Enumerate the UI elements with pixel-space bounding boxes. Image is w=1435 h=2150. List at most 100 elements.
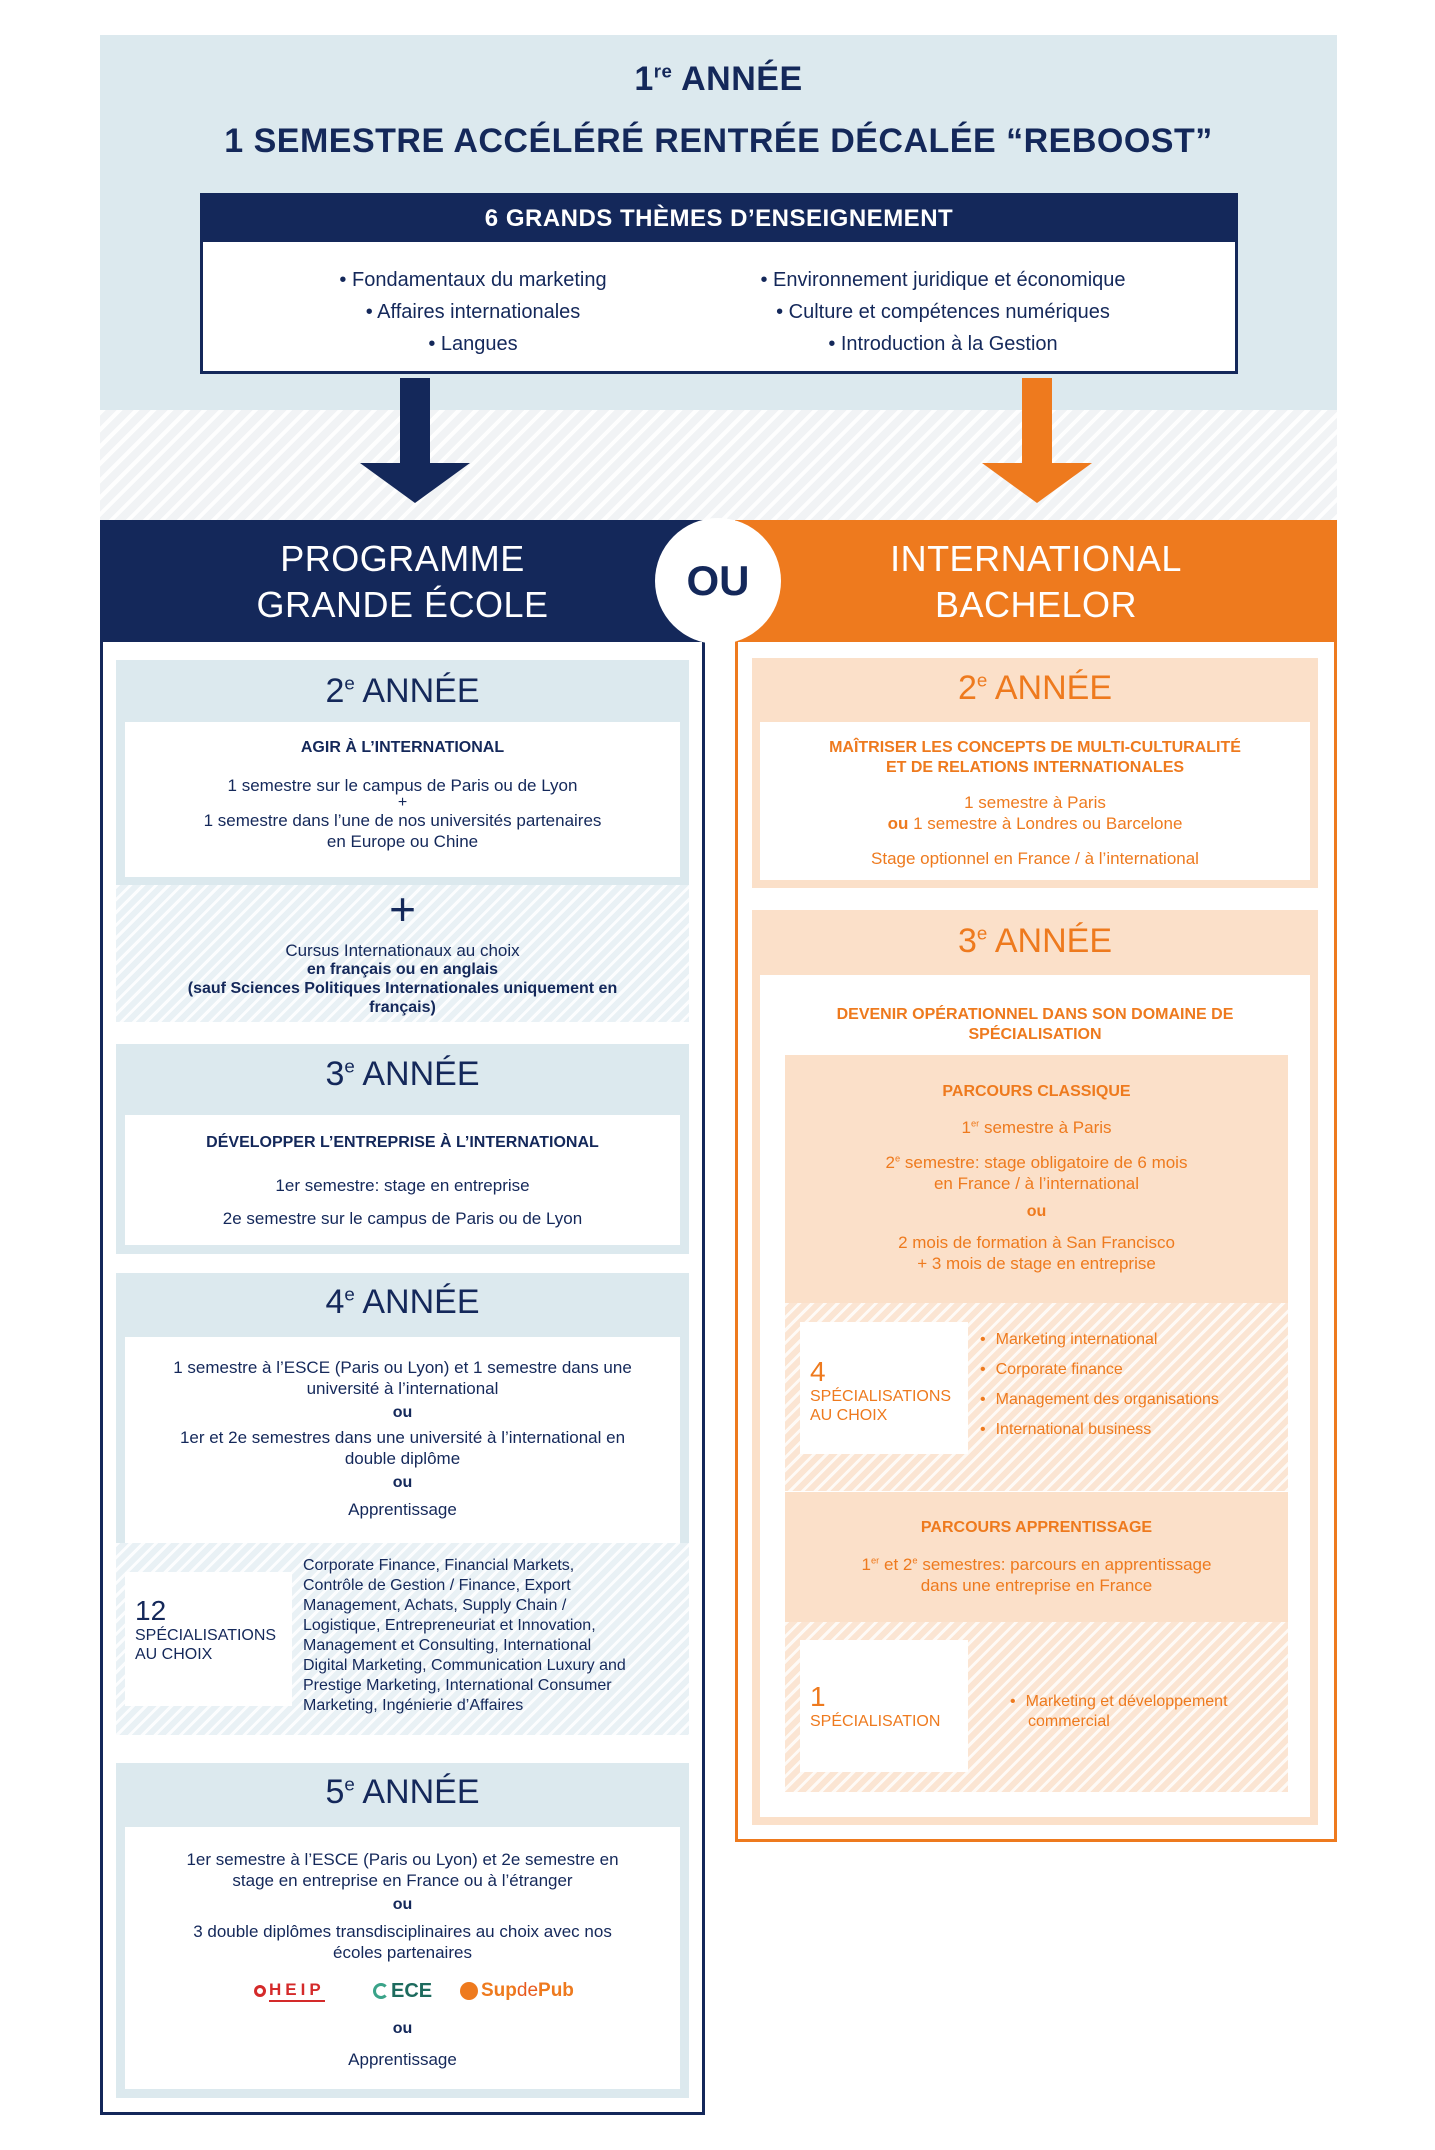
text-line: dans une entreprise en France [920, 1576, 1153, 1595]
theme-item: • Fondamentaux du marketing [339, 269, 607, 291]
text-line: + 3 mois de stage en entreprise [917, 1254, 1156, 1273]
ib-year2-heading: ET DE RELATIONS INTERNATIONALES [885, 759, 1185, 776]
ib-year2-card: MAÎTRISER LES CONCEPTS DE MULTI-CULTURAL… [760, 722, 1310, 880]
pge-year3-card: DÉVELOPPER L’ENTREPRISE À L’INTERNATIONA… [125, 1115, 680, 1245]
ou-label: ou [392, 1404, 413, 1421]
heip-logo: HEIP [254, 1977, 325, 2005]
parcours-apprentissage: PARCOURS APPRENTISSAGE 1er et 2e semestr… [785, 1492, 1288, 1622]
text-line: 1 semestre à Paris [964, 793, 1106, 812]
spec-item: Marketing et développement [1025, 1693, 1228, 1710]
text-line: 1er semestre: stage en entreprise [275, 1176, 530, 1195]
ou-label: ou [887, 814, 909, 833]
parcours-classique: PARCOURS CLASSIQUE 1er semestre à Paris … [785, 1055, 1288, 1303]
plus-small: + [397, 794, 408, 811]
text-line: 1 semestre à Londres ou Barcelone [908, 814, 1183, 833]
spec-line: Marketing, Ingénierie d’Affaires [303, 1697, 524, 1714]
ib-year3-heading: DEVENIR OPÉRATIONNEL DANS SON DOMAINE DE… [760, 1005, 1310, 1045]
text-line: 1er et 2e semestres dans une université … [179, 1428, 626, 1447]
ib-spec-count-card: 4 SPÉCIALISATIONS AU CHOIX [800, 1322, 968, 1454]
themes-title: 6 GRANDS THÈMES D’ENSEIGNEMENT [203, 196, 1235, 242]
spec-line: Management, Achats, Supply Chain / [303, 1597, 567, 1614]
ece-logo: ECE [373, 1977, 432, 2005]
ou-label: ou [392, 1474, 413, 1491]
arrow-down-orange-icon [982, 378, 1092, 503]
text-line: 2e semestre sur le campus de Paris ou de… [222, 1209, 583, 1228]
text-line: 1 semestre dans l’une de nos universités… [203, 811, 602, 830]
spec-item: International business [980, 1415, 1280, 1445]
pge-year3-heading: DÉVELOPPER L’ENTREPRISE À L’INTERNATIONA… [206, 1134, 599, 1151]
text-line: en Europe ou Chine [326, 832, 479, 851]
text-line: Cursus Internationaux au choix [285, 941, 520, 960]
spec-line: Digital Marketing, Communication Luxury … [303, 1657, 626, 1674]
ou-label: ou [1026, 1203, 1047, 1220]
spec-number: 1 [810, 1681, 826, 1712]
spec-line: Prestige Marketing, International Consum… [303, 1677, 612, 1694]
spec-line: Logistique, Entrepreneuriat et Innovatio… [303, 1617, 596, 1634]
theme-item: • Culture et compétences numériques [776, 301, 1110, 323]
text-line: 1 semestre à l’ESCE (Paris ou Lyon) et 1… [173, 1358, 632, 1377]
ou-circle: OU [655, 518, 781, 644]
theme-item: • Langues [428, 333, 518, 355]
spec-number: 4 [810, 1356, 826, 1387]
spec-item: Management des organisations [980, 1385, 1280, 1415]
pge-title-line2: GRANDE ÉCOLE [256, 584, 549, 625]
ib-spec-count-card-2: 1 SPÉCIALISATION [800, 1640, 968, 1772]
pge-year3-title: 3e ANNÉE [325, 1055, 480, 1093]
ib-header: INTERNATIONAL BACHELOR [735, 520, 1337, 642]
spec-line: Management et Consulting, International [303, 1637, 592, 1654]
spec-item: Corporate finance [980, 1355, 1280, 1385]
ib-year2-title: 2e ANNÉE [957, 669, 1113, 707]
spec-item: Marketing international [980, 1325, 1280, 1355]
spec-label: AU CHOIX [135, 1646, 213, 1663]
text-line: 1 semestre sur le campus de Paris ou de … [227, 776, 578, 795]
plus-icon: + [389, 883, 416, 935]
ib-spec-list: Marketing international Corporate financ… [980, 1325, 1280, 1445]
ou-label: ou [392, 1896, 413, 1913]
ou-label: ou [392, 2020, 413, 2037]
themes-box: 6 GRANDS THÈMES D’ENSEIGNEMENT • Fondame… [200, 193, 1238, 374]
text-line: (sauf Sciences Politiques Internationale… [187, 980, 618, 997]
theme-item: • Affaires internationales [365, 301, 581, 323]
text-line: en France / à l’international [933, 1174, 1140, 1193]
themes-left: • Fondamentaux du marketing • Affaires i… [283, 264, 663, 360]
ib-spec-list-2: •Marketing et développement commercial [1010, 1692, 1280, 1732]
pge-year4-card: 1 semestre à l’ESCE (Paris ou Lyon) et 1… [125, 1337, 680, 1543]
first-year-subtitle: 1 SEMESTRE ACCÉLÉRÉ RENTRÉE DÉCALÉE “REB… [224, 122, 1213, 160]
spec-label: AU CHOIX [810, 1407, 888, 1424]
text-line: français) [369, 999, 436, 1016]
text-line: 3 double diplômes transdisciplinaires au… [193, 1922, 612, 1941]
pge-header: PROGRAMME GRANDE ÉCOLE [100, 520, 705, 642]
parcours-classique-title: PARCOURS CLASSIQUE [942, 1083, 1131, 1100]
text-line: Apprentissage [348, 1500, 457, 1519]
ib-title-line2: BACHELOR [934, 584, 1138, 625]
pge-year2-card: AGIR À L’INTERNATIONAL 1 semestre sur le… [125, 722, 680, 877]
pge-spec-count-card: 12 SPÉCIALISATIONS AU CHOIX [125, 1572, 292, 1706]
arrow-down-navy-icon [360, 378, 470, 503]
pge-year2-title: 2e ANNÉE [325, 672, 480, 710]
pge-spec-list: Corporate Finance, Financial Markets, Co… [303, 1556, 693, 1716]
transition-zone [100, 410, 1337, 520]
spec-label: SPÉCIALISATION [810, 1713, 941, 1730]
pge-year2-cursus: + Cursus Internationaux au choix en fran… [116, 885, 689, 1022]
spec-number: 12 [135, 1595, 167, 1626]
ib-year2-heading: MAÎTRISER LES CONCEPTS DE MULTI-CULTURAL… [829, 739, 1241, 756]
spec-label: SPÉCIALISATIONS [810, 1388, 952, 1405]
spec-line: Contrôle de Gestion / Finance, Export [303, 1577, 571, 1594]
pge-year2-heading: AGIR À L’INTERNATIONAL [300, 739, 505, 756]
text-line: en français ou en anglais [306, 961, 499, 978]
text-line: Apprentissage [348, 2050, 457, 2069]
text-line: université à l’international [306, 1379, 499, 1398]
pge-year4-title: 4e ANNÉE [325, 1283, 480, 1321]
pge-title-line1: PROGRAMME [280, 538, 525, 579]
text-line: Stage optionnel en France / à l’internat… [871, 849, 1199, 868]
text-line: double diplôme [344, 1449, 461, 1468]
text-line: 1er semestre à l’ESCE (Paris ou Lyon) et… [186, 1850, 619, 1869]
spec-item: commercial [1028, 1713, 1110, 1730]
text-line: écoles partenaires [333, 1943, 472, 1962]
pge-year5-card: 1er semestre à l’ESCE (Paris ou Lyon) et… [125, 1827, 680, 2089]
first-year-title: 1re ANNÉE [634, 60, 803, 98]
heading-line: DEVENIR OPÉRATIONNEL DANS SON DOMAINE DE [836, 1006, 1234, 1023]
text-line: stage en entreprise en France ou à l’étr… [232, 1871, 573, 1890]
pge-year5-title: 5e ANNÉE [325, 1773, 480, 1811]
theme-item: • Environnement juridique et économique [760, 269, 1126, 291]
